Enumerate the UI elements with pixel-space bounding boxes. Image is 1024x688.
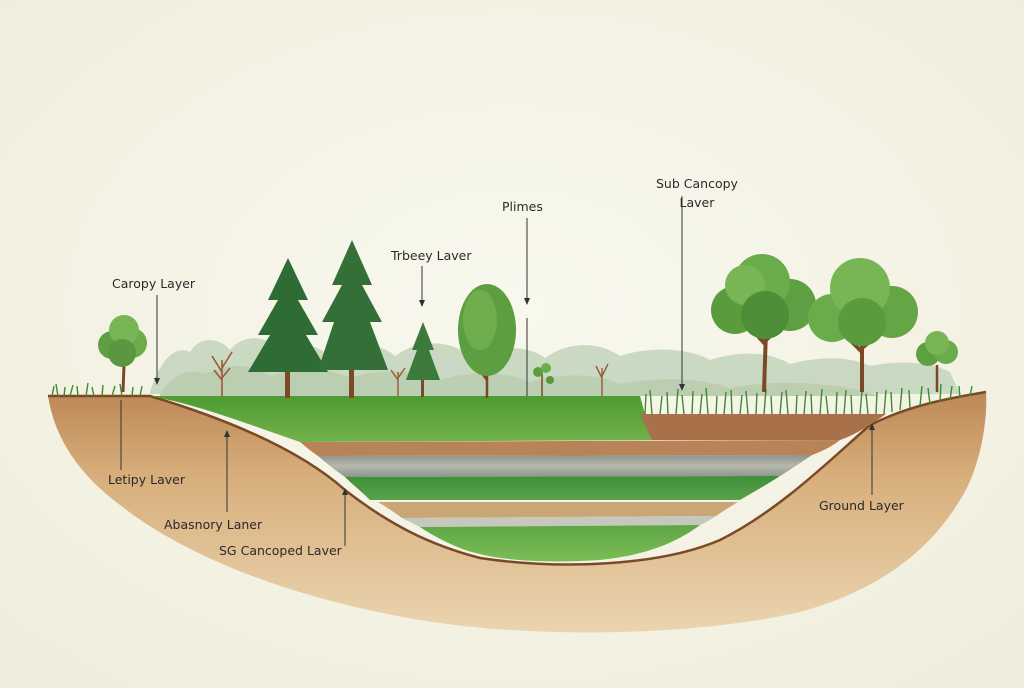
large-deciduous-tree-2 xyxy=(808,258,918,392)
brown-strip xyxy=(300,440,840,456)
leader-lines xyxy=(120,196,875,546)
conifer-tree-small xyxy=(406,322,440,397)
abasnory-layer-label: Abasnory Laner xyxy=(164,517,263,532)
bare-sapling-left xyxy=(211,351,233,396)
canopy-layer-label: Caropy Layer xyxy=(112,276,196,291)
ground-layer-label: Ground Layer xyxy=(819,498,904,513)
gray-stone-band xyxy=(318,455,812,477)
large-deciduous-tree-1 xyxy=(711,254,816,393)
small-deciduous-tree-left xyxy=(98,315,147,393)
light-gray-band xyxy=(402,516,716,527)
sandy-band xyxy=(378,502,738,518)
sub-canopy-label-line2: Laver xyxy=(679,195,715,210)
green-band xyxy=(345,476,780,500)
bottom-green-layer xyxy=(420,525,700,562)
sg-cancoped-layer-label: SG Cancoped Laver xyxy=(219,543,342,558)
grass-layer xyxy=(150,396,652,442)
soil-basin xyxy=(48,392,987,633)
small-leafy-sapling xyxy=(533,363,554,396)
conifer-tree-2 xyxy=(318,240,388,398)
conifer-tree-1 xyxy=(248,258,328,398)
trbeey-layer-label: Trbeey Laver xyxy=(391,248,472,263)
sub-canopy-layer-label: Sub Cancopy Laver xyxy=(656,174,738,212)
small-deciduous-tree-right xyxy=(916,331,958,392)
letipy-layer-label: Letipy Laver xyxy=(108,472,185,487)
bare-sapling-middle xyxy=(390,363,609,396)
soil-profile-line xyxy=(48,390,987,566)
grass-tufts xyxy=(51,382,973,415)
sub-canopy-label-line1: Sub Cancopy xyxy=(656,176,738,191)
right-soil-strip xyxy=(640,414,886,440)
oval-deciduous-tree xyxy=(458,284,516,398)
plimes-label: Plimes xyxy=(502,199,543,214)
